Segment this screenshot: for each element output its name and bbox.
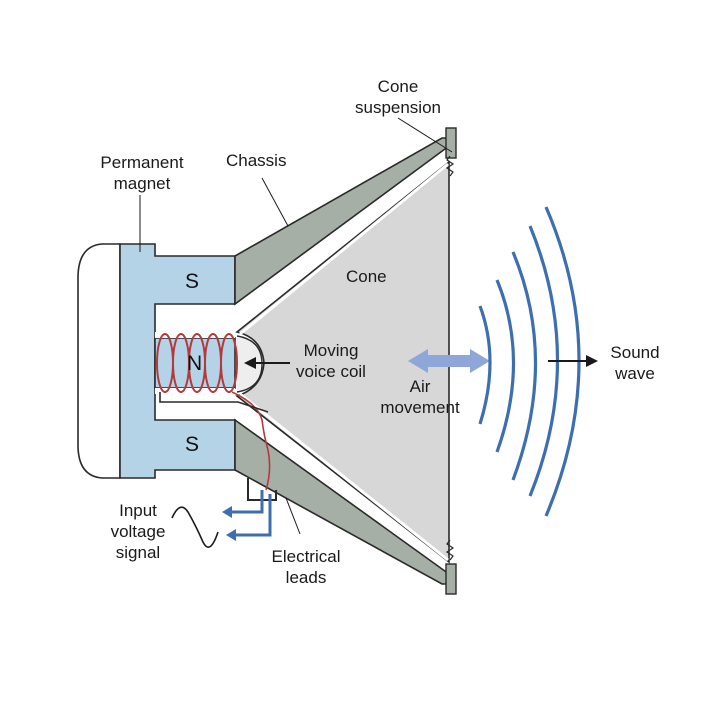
- permanent-magnet: [119, 243, 236, 479]
- label-cone: Cone: [346, 267, 387, 286]
- label-air-movement-line-1: Air: [409, 377, 431, 396]
- label-electrical-leads: Electrical leads: [256, 546, 356, 588]
- label-input-voltage-signal-line-3: signal: [115, 543, 161, 562]
- label-permanent-magnet: Permanent magnet: [90, 152, 194, 194]
- label-air-movement: Air movement: [378, 376, 462, 418]
- label-electrical-leads-line-2: leads: [285, 568, 327, 587]
- pole-north: N: [187, 352, 203, 375]
- pole-south-bottom: S: [185, 433, 200, 456]
- label-air-movement-line-2: movement: [380, 398, 460, 417]
- signal-arrow-upper-head: [222, 506, 232, 518]
- signal-arrow-lower: [236, 494, 272, 537]
- label-moving-voice-coil: Moving voice coil: [284, 340, 378, 382]
- signal-arrow-lower-head: [226, 529, 236, 541]
- rim-bottom: [445, 563, 457, 595]
- label-cone-suspension-line-1: Cone: [377, 77, 419, 96]
- pole-south-top: S: [185, 270, 200, 293]
- speaker-cone: [235, 160, 450, 564]
- coil-lead-wire: [231, 391, 271, 491]
- magnet-back-cover: [77, 243, 121, 479]
- label-input-voltage-signal-line-2: voltage: [110, 522, 166, 541]
- label-cone-suspension: Cone suspension: [348, 76, 448, 118]
- label-electrical-leads-line-1: Electrical: [271, 547, 341, 566]
- label-input-voltage-signal: Input voltage signal: [96, 500, 180, 563]
- sound-wave-arrow-head: [586, 355, 598, 367]
- leader-lines: [139, 117, 453, 535]
- cone-edge-upper: [239, 162, 449, 336]
- cone-edge-lower: [239, 392, 449, 562]
- voice-coil: [156, 333, 238, 393]
- label-sound-wave-line-2: wave: [615, 364, 655, 383]
- air-movement-arrow: [408, 349, 490, 373]
- coil-lead-wire-2: [159, 392, 269, 413]
- label-chassis: Chassis: [226, 151, 287, 170]
- label-cone-suspension-line-2: suspension: [354, 98, 441, 117]
- rim-top: [445, 127, 457, 159]
- suspension-bottom: [445, 539, 455, 561]
- label-sound-wave-line-1: Sound: [610, 343, 660, 362]
- label-permanent-magnet-line-1: Permanent: [100, 153, 184, 172]
- label-sound-wave: Sound wave: [598, 342, 672, 384]
- signal-arrow-upper: [232, 490, 264, 514]
- input-sine-wave: [171, 506, 219, 548]
- label-moving-voice-coil-line-2: voice coil: [296, 362, 366, 381]
- voice-coil-pointer-head: [244, 357, 256, 369]
- label-permanent-magnet-line-2: magnet: [113, 174, 171, 193]
- label-moving-voice-coil-line-1: Moving: [303, 341, 359, 360]
- suspension-top: [445, 155, 455, 177]
- label-input-voltage-signal-line-1: Input: [119, 501, 157, 520]
